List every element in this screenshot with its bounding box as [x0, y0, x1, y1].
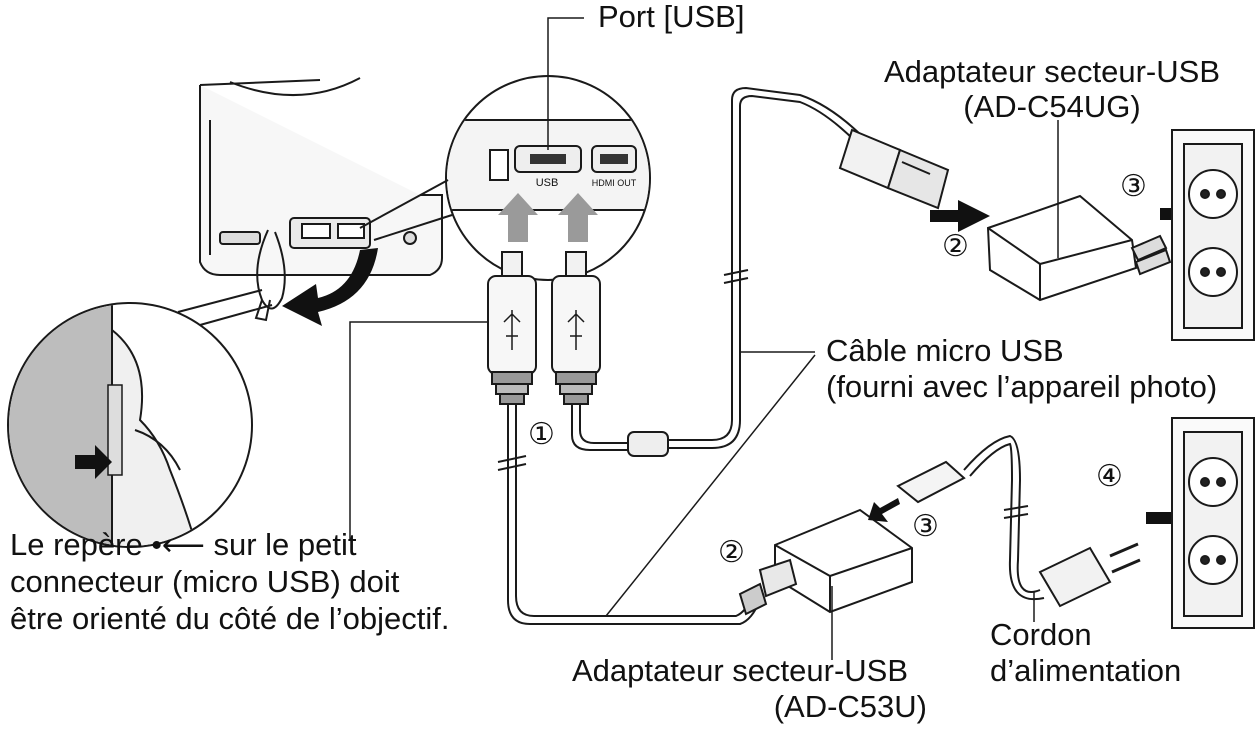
camera-body — [199, 77, 443, 276]
label-adapter-ug-line1: Adaptateur secteur-USB — [883, 54, 1220, 89]
port-leader — [547, 17, 584, 150]
arrow-step2-upper — [930, 200, 990, 232]
micro-usb-plug-right — [551, 251, 601, 405]
adapter-ad-c53u — [738, 508, 913, 616]
micro-usb-cable-upper — [571, 86, 863, 457]
adapter-ad-c54ug — [986, 194, 1172, 302]
cable-leader-lower — [605, 354, 816, 617]
usb-mark-icon: •⟵ — [151, 529, 205, 562]
usb-port-text: USB — [536, 177, 559, 189]
step-3-upper: ③ — [1120, 170, 1147, 203]
wall-outlet-upper — [1171, 129, 1255, 341]
step-4: ④ — [1096, 460, 1123, 493]
label-note-line3: être orienté du côté de l’objectif. — [10, 601, 450, 636]
power-cord — [896, 434, 1141, 608]
step-2-upper: ② — [942, 230, 969, 263]
label-cord-line1: Cordon — [990, 617, 1092, 652]
label-note-line1: Le repère •⟵ sur le petit — [10, 528, 357, 563]
cover-open-arrow — [282, 248, 378, 326]
label-adapter-ug-line2: (AD-C54UG) — [963, 89, 1141, 124]
label-adapter-u-line1: Adaptateur secteur-USB — [572, 653, 909, 688]
wall-outlet-lower — [1171, 417, 1255, 629]
insert-arrow-left — [498, 193, 538, 242]
step-3-lower: ③ — [912, 510, 939, 543]
usb-a-plug — [838, 128, 950, 210]
label-cable-line1: Câble micro USB — [826, 333, 1064, 368]
insert-arrow-right — [558, 193, 598, 242]
zoom-circle-ports — [359, 75, 651, 281]
zoom-circle-connector — [7, 289, 273, 548]
label-port-usb: Port [USB] — [598, 0, 745, 34]
step-1: ① — [528, 418, 555, 451]
note-leader — [349, 321, 488, 540]
label-note-line2: connecteur (micro USB) doit — [10, 564, 400, 599]
label-cable-line2: (fourni avec l’appareil photo) — [826, 369, 1218, 404]
arrow-step3-lower — [868, 498, 900, 522]
label-adapter-u-line2: (AD-C53U) — [773, 689, 927, 724]
label-cord-line2: d’alimentation — [990, 653, 1182, 688]
note-post: sur le petit — [213, 527, 357, 562]
micro-usb-plug-left — [487, 251, 537, 405]
note-pre: Le repère — [10, 527, 143, 562]
step-2-lower: ② — [718, 536, 745, 569]
hdmi-port-text: HDMI OUT — [592, 178, 637, 188]
